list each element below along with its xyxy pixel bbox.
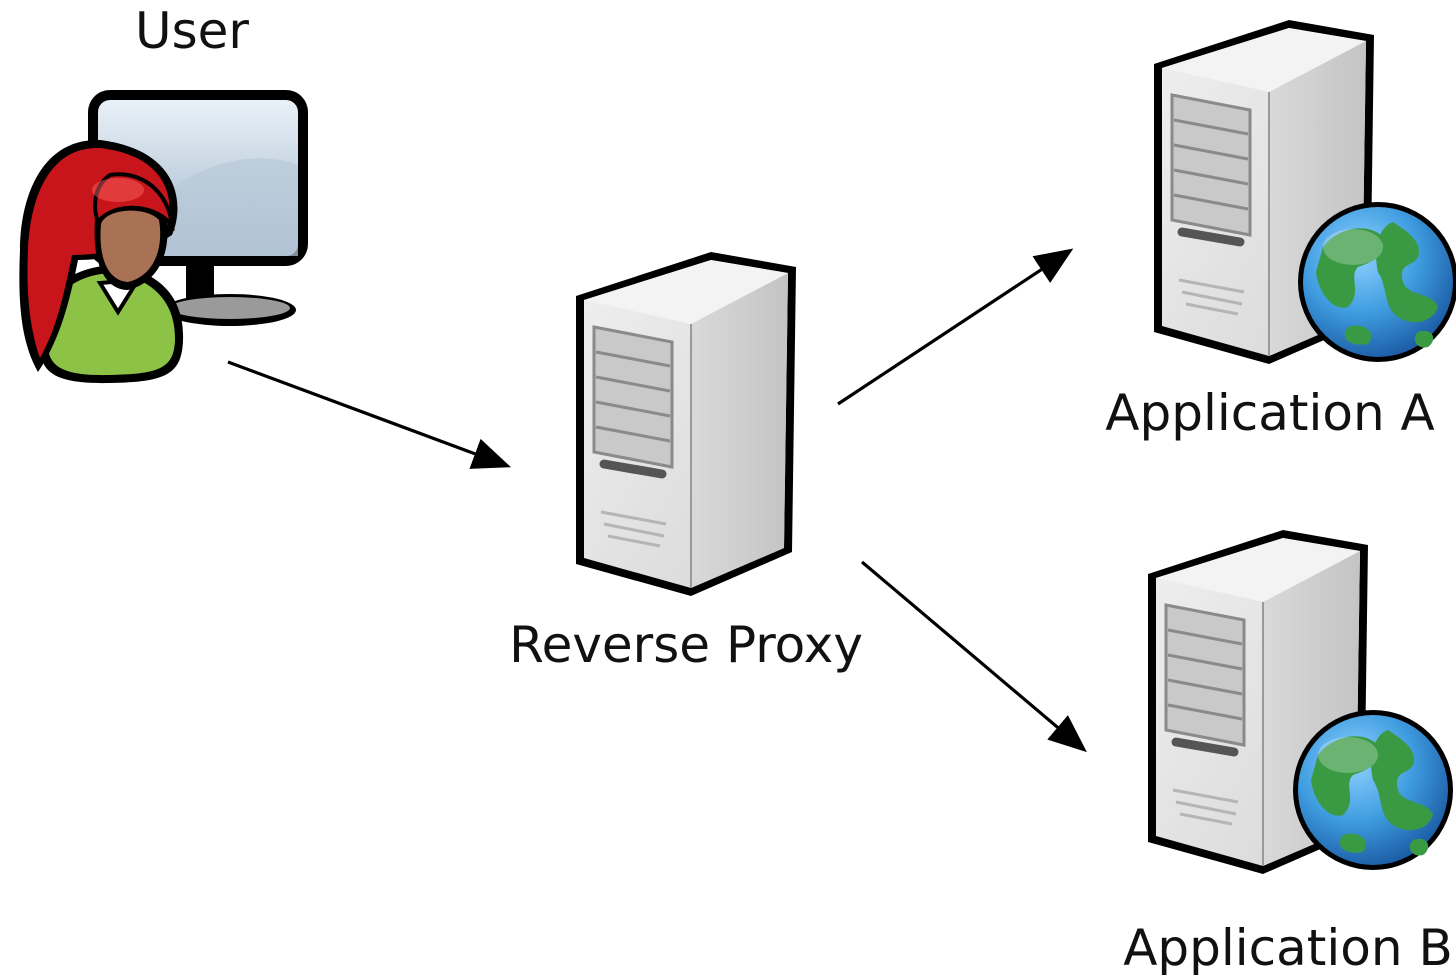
user-at-computer-icon [19,90,308,384]
reverse-proxy-label: Reverse Proxy [509,616,863,674]
web-server-icon [1148,530,1453,874]
application-a-node: Application A [1105,20,1456,442]
user-label: User [135,2,249,60]
web-server-icon [1154,20,1456,364]
application-a-label: Application A [1105,384,1434,442]
edge-proxy-to-application-b [860,560,1087,753]
globe-icon [1298,202,1456,362]
edge-proxy-to-application-a [837,248,1074,406]
application-b-node: Application B [1123,530,1453,975]
user-node: User [19,2,308,384]
globe-icon [1293,710,1453,870]
edge-user-to-proxy [227,360,511,469]
reverse-proxy-node: Reverse Proxy [509,252,863,674]
application-b-label: Application B [1123,919,1453,975]
server-tower-icon [576,252,796,596]
